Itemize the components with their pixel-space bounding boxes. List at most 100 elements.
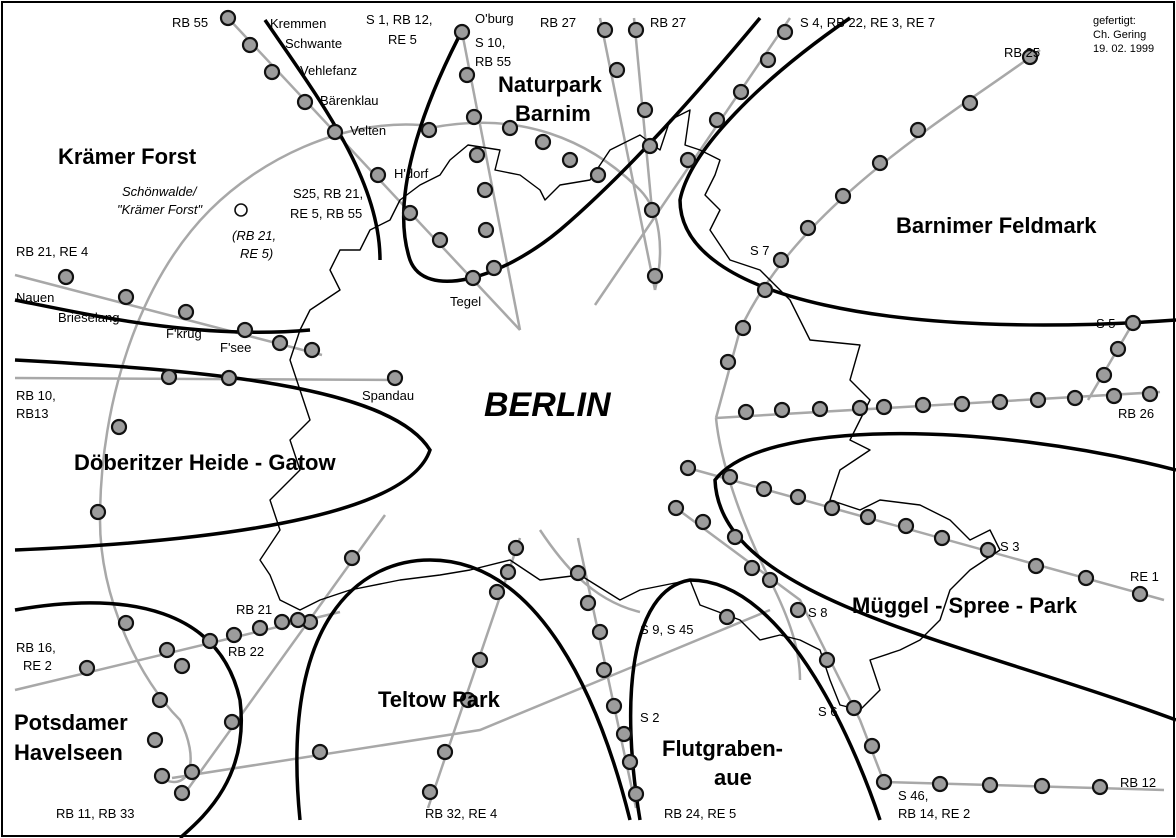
park-mueggel-ellipse [713, 431, 1176, 722]
station-stop-marker [636, 101, 654, 119]
area-flutgraben-line1: Flutgraben- [662, 736, 783, 761]
station-stop-marker [57, 268, 75, 286]
station-stop-marker [823, 499, 841, 517]
line-s2: S 2 [640, 710, 660, 725]
rail-s1-oranienburg [460, 31, 522, 331]
line-s3: S 3 [1000, 539, 1020, 554]
station-hdorf: H'dorf [394, 166, 429, 181]
station-stop-marker [569, 564, 587, 582]
line-rb10-2: RB13 [16, 406, 49, 421]
station-stop-marker [1066, 389, 1084, 407]
station-stop-marker [386, 369, 404, 387]
station-stop-marker [1033, 777, 1051, 795]
station-stop-marker [453, 23, 471, 41]
station-stop-marker [776, 23, 794, 41]
schoenwalde-station-marker [234, 203, 248, 217]
station-stop-marker [251, 619, 269, 637]
station-stop-marker [897, 517, 915, 535]
station-stop-marker [579, 594, 597, 612]
station-stop-marker [1141, 385, 1159, 403]
station-stop-marker [811, 400, 829, 418]
line-rb27-left: RB 27 [540, 15, 576, 30]
area-teltow-park: Teltow Park [378, 687, 501, 712]
park-barnimer-edge [678, 16, 1176, 327]
station-stop-marker [220, 369, 238, 387]
station-stop-marker [789, 488, 807, 506]
station-stop-marker [726, 528, 744, 546]
station-stop-marker [773, 401, 791, 419]
rail-rb27-left [598, 17, 657, 291]
station-stop-marker [608, 61, 626, 79]
station-stop-marker [401, 204, 419, 222]
rail-s5 [1086, 322, 1135, 401]
station-stop-marker [1077, 569, 1095, 587]
station-stop-marker [1131, 585, 1149, 603]
station-stop-marker [311, 743, 329, 761]
station-stop-marker [621, 753, 639, 771]
station-stop-marker [1109, 340, 1127, 358]
station-tegel: Tegel [450, 294, 481, 309]
area-mueggel-spree: Müggel - Spree - Park [852, 593, 1078, 618]
station-stop-marker [1027, 557, 1045, 575]
park-flutgraben-ellipse [628, 578, 882, 821]
station-stop-marker [1029, 391, 1047, 409]
station-fkrug: F'krug [166, 326, 202, 341]
line-s9-s45: S 9, S 45 [640, 622, 693, 637]
station-stop-marker [177, 303, 195, 321]
station-stop-marker [591, 623, 609, 641]
station-stop-marker [477, 221, 495, 239]
station-stop-marker [734, 319, 752, 337]
station-stop-marker [799, 219, 817, 237]
schoenwalde-lines-2: RE 5) [240, 246, 273, 261]
line-rb24-re5: RB 24, RE 5 [664, 806, 736, 821]
station-stop-marker [485, 259, 503, 277]
station-stop-marker [875, 398, 893, 416]
station-stop-marker [756, 281, 774, 299]
station-stop-marker [223, 713, 241, 731]
line-rb21-sw: RB 21 [236, 602, 272, 617]
station-stop-marker [369, 166, 387, 184]
station-baerenklau: Bärenklau [320, 93, 379, 108]
rail-rb21-re4 [14, 273, 323, 357]
station-kremmen: Kremmen [270, 16, 326, 31]
credit-line2: Ch. Gering [1093, 29, 1146, 41]
park-doeberitzer-upper [14, 298, 311, 335]
station-stop-marker [721, 468, 739, 486]
station-velten: Velten [350, 123, 386, 138]
station-stop-marker [732, 83, 750, 101]
station-stop-marker [679, 459, 697, 477]
station-stop-marker [818, 651, 836, 669]
line-s7: S 7 [750, 243, 770, 258]
station-stop-marker [595, 661, 613, 679]
area-naturpark-line2: Barnim [515, 101, 591, 126]
station-stop-marker [961, 94, 979, 112]
area-potsdam-line2: Havelseen [14, 740, 123, 765]
rail-rb10 [14, 376, 401, 382]
line-rb11-rb33: RB 11, RB 33 [56, 806, 135, 821]
station-stop-marker [499, 563, 517, 581]
station-stop-marker [241, 36, 259, 54]
line-s46-group-1: S 46, [898, 788, 928, 803]
park-doeberitzer-ellipse [14, 358, 432, 552]
station-stop-marker [931, 775, 949, 793]
station-stop-marker [1105, 387, 1123, 405]
area-potsdam-line1: Potsdamer [14, 710, 128, 735]
area-flutgraben-line2: aue [714, 765, 752, 790]
station-schwante: Schwante [285, 36, 342, 51]
station-stop-marker [641, 137, 659, 155]
rail-rb26 [715, 390, 1161, 420]
area-doeberitzer-heide: Döberitzer Heide - Gatow [74, 450, 336, 475]
line-s6: S 6 [818, 704, 838, 719]
station-stop-marker [953, 395, 971, 413]
line-s10-group-2: RB 55 [475, 54, 511, 69]
station-stop-marker [303, 341, 321, 359]
station-stop-marker [173, 657, 191, 675]
station-stop-marker [789, 601, 807, 619]
station-brieselang: Brieselang [58, 310, 119, 325]
station-stop-marker [117, 614, 135, 632]
area-naturpark-line1: Naturpark [498, 72, 603, 97]
station-stop-marker [534, 133, 552, 151]
park-teltow-ellipse [295, 558, 632, 821]
station-stop-marker [708, 111, 726, 129]
